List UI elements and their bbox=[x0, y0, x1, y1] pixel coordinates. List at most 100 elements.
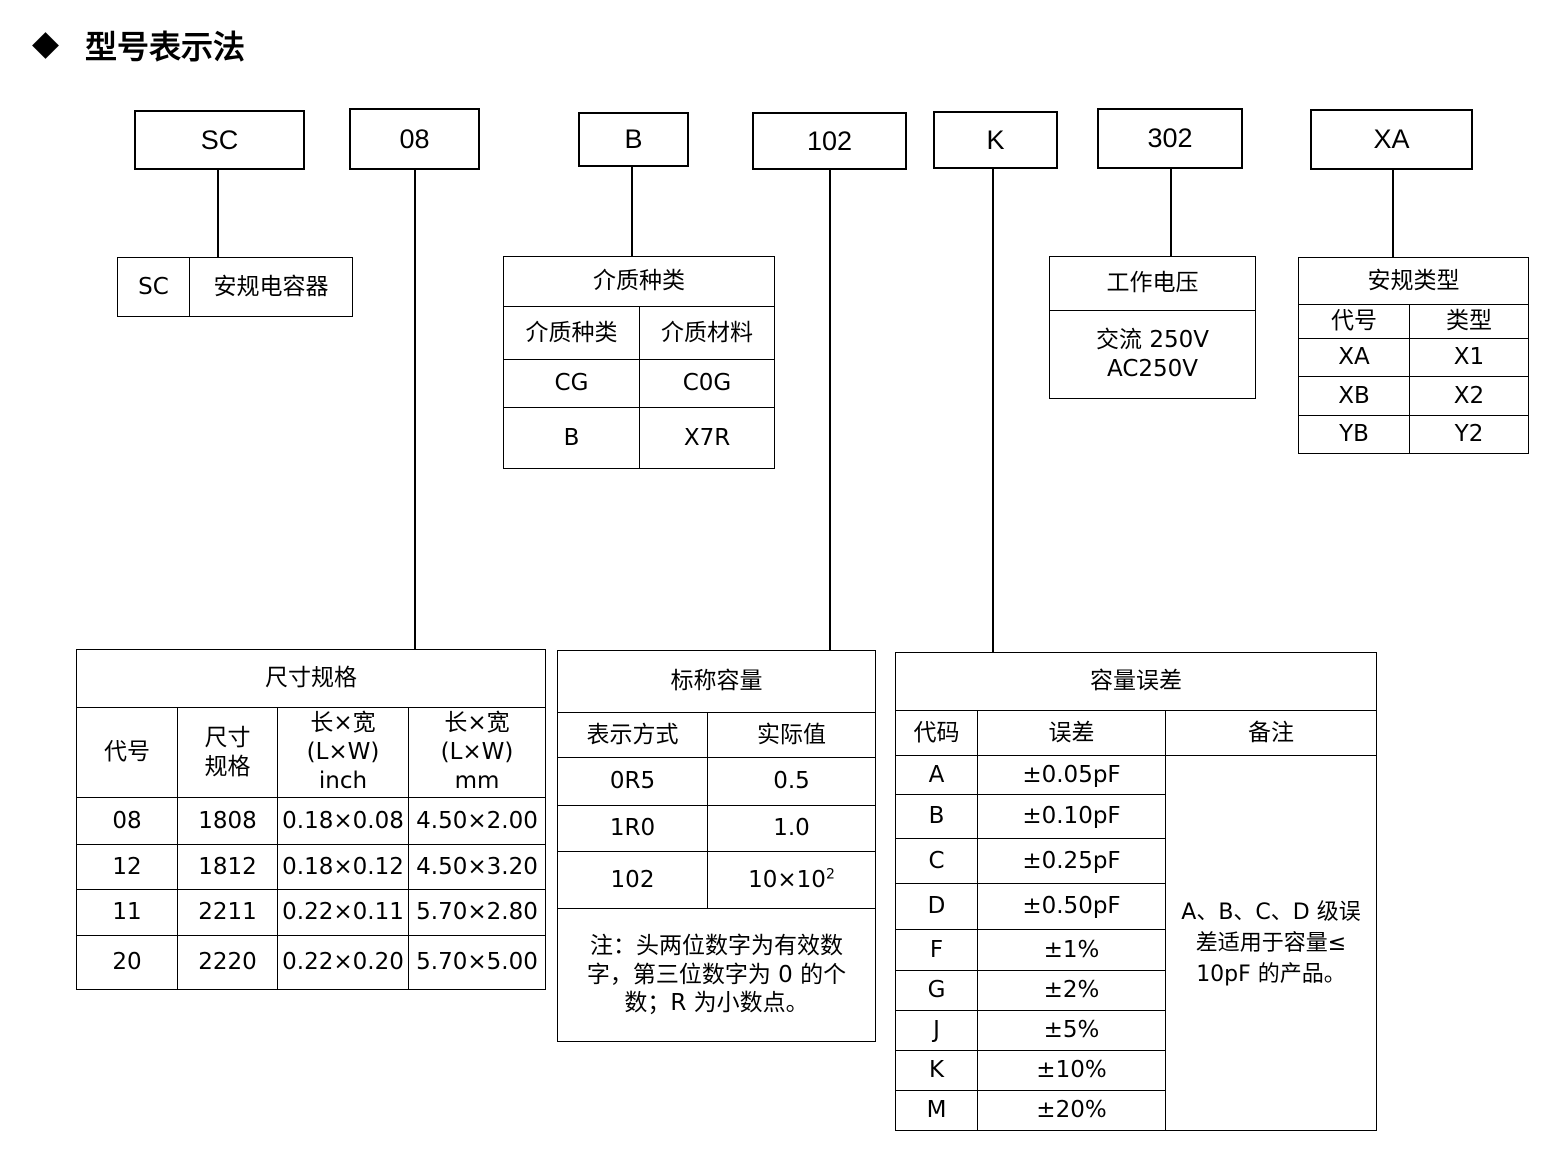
tolerance-cell: J bbox=[895, 1010, 978, 1051]
size-cell: 5.70×5.00 bbox=[408, 935, 546, 990]
tolerance-table: 容量误差 代码 误差 备注 A ±0.05pF A、B、C、D 级误 差适用于容… bbox=[895, 652, 1377, 1131]
size-cell: 20 bbox=[76, 935, 178, 990]
safety-type-header-code: 代号 bbox=[1298, 304, 1410, 339]
code-box-dielectric: B bbox=[578, 112, 689, 167]
size-header-mm-line1: 长×宽 bbox=[444, 710, 510, 737]
series-name: 安规电容器 bbox=[189, 257, 353, 317]
size-cell: 2211 bbox=[177, 889, 278, 936]
capacitance-title: 标称容量 bbox=[557, 650, 876, 713]
size-header-size: 尺寸 规格 bbox=[177, 707, 278, 798]
tolerance-remark-line3: 10pF 的产品。 bbox=[1196, 961, 1346, 987]
table-row: J ±5% bbox=[895, 1010, 1377, 1051]
capacitance-value-exponent: 2 bbox=[825, 865, 835, 882]
table-row: 1R0 1.0 bbox=[557, 805, 876, 852]
tolerance-cell: ±0.10pF bbox=[977, 794, 1166, 839]
connector-line-voltage bbox=[1170, 169, 1172, 257]
table-row: 0R5 0.5 bbox=[557, 757, 876, 806]
diamond-bullet-icon bbox=[32, 31, 59, 59]
tolerance-cell: C bbox=[895, 838, 978, 884]
tolerance-remark-line1: A、B、C、D 级误 bbox=[1181, 899, 1361, 925]
size-cell: 12 bbox=[76, 844, 178, 890]
tolerance-cell: ±0.50pF bbox=[977, 883, 1166, 930]
tolerance-cell: ±2% bbox=[977, 970, 1166, 1011]
size-cell: 0.18×0.08 bbox=[277, 797, 409, 845]
safety-type-header-type: 类型 bbox=[1409, 304, 1529, 339]
size-cell: 0.22×0.11 bbox=[277, 889, 409, 936]
size-cell: 4.50×2.00 bbox=[408, 797, 546, 845]
size-header-size-line2: 规格 bbox=[204, 753, 251, 780]
table-row: 08 1808 0.18×0.08 4.50×2.00 bbox=[76, 797, 546, 845]
size-cell: 4.50×3.20 bbox=[408, 844, 546, 890]
safety-type-table: 安规类型 代号 类型 XA X1 XB X2 YB Y2 bbox=[1298, 257, 1529, 454]
code-box-capacitance: 102 bbox=[752, 112, 907, 170]
tolerance-cell: ±0.25pF bbox=[977, 838, 1166, 884]
capacitance-cell: 0.5 bbox=[707, 757, 876, 806]
table-row: K ±10% bbox=[895, 1050, 1377, 1091]
dielectric-table: 介质种类 介质种类 介质材料 CG C0G B X7R bbox=[503, 256, 775, 469]
code-box-tolerance: K bbox=[933, 111, 1058, 169]
capacitance-table: 标称容量 表示方式 实际值 0R5 0.5 1R0 1.0 102 10×102… bbox=[557, 650, 876, 1042]
voltage-title: 工作电压 bbox=[1049, 256, 1256, 311]
tolerance-cell: G bbox=[895, 970, 978, 1011]
table-row: D ±0.50pF bbox=[895, 883, 1377, 930]
tolerance-cell: B bbox=[895, 794, 978, 839]
safety-type-cell: XA bbox=[1298, 338, 1410, 377]
size-header-inch-line3: inch bbox=[318, 767, 368, 794]
table-row: A ±0.05pF A、B、C、D 级误 差适用于容量≤ 10pF 的产品。 bbox=[895, 755, 1377, 1131]
capacitance-note: 注：头两位数字为有效数 字，第三位数字为 0 的个 数；R 为小数点。 bbox=[557, 908, 876, 1042]
table-row: 20 2220 0.22×0.20 5.70×5.00 bbox=[76, 935, 546, 990]
capacitance-value-base: 10×10 bbox=[748, 866, 826, 893]
tolerance-remark: A、B、C、D 级误 差适用于容量≤ 10pF 的产品。 bbox=[1165, 755, 1377, 1131]
tolerance-remark-line2: 差适用于容量≤ bbox=[1195, 930, 1347, 956]
capacitance-header-code: 表示方式 bbox=[557, 712, 708, 758]
connector-line-tolerance bbox=[992, 169, 994, 652]
tolerance-header-remark: 备注 bbox=[1165, 710, 1377, 756]
dielectric-title: 介质种类 bbox=[503, 256, 775, 307]
size-cell: 2220 bbox=[177, 935, 278, 990]
size-cell: 1808 bbox=[177, 797, 278, 845]
size-cell: 11 bbox=[76, 889, 178, 936]
safety-type-cell: Y2 bbox=[1409, 415, 1529, 454]
size-cell: 0.22×0.20 bbox=[277, 935, 409, 990]
section-heading: 型号表示法 bbox=[32, 22, 246, 68]
tolerance-cell: ±1% bbox=[977, 929, 1166, 971]
tolerance-cell: ±5% bbox=[977, 1010, 1166, 1051]
connector-line-capacitance bbox=[829, 170, 831, 650]
size-title: 尺寸规格 bbox=[76, 649, 546, 708]
capacitance-header-value: 实际值 bbox=[707, 712, 876, 758]
tolerance-cell: M bbox=[895, 1090, 978, 1131]
dielectric-cell: CG bbox=[503, 359, 640, 408]
voltage-value: 交流 250V AC250V bbox=[1049, 310, 1256, 399]
code-box-size: 08 bbox=[349, 108, 480, 170]
page-title: 型号表示法 bbox=[85, 28, 246, 66]
capacitance-note-line3: 数；R 为小数点。 bbox=[624, 990, 809, 1017]
size-header-mm-line2: (L×W) bbox=[440, 739, 514, 766]
size-header-code: 代号 bbox=[76, 707, 178, 798]
series-table: SC 安规电容器 bbox=[117, 257, 353, 317]
capacitance-cell: 0R5 bbox=[557, 757, 708, 806]
size-header-size-line1: 尺寸 bbox=[204, 724, 251, 751]
voltage-line1: 交流 250V bbox=[1096, 326, 1209, 353]
table-row: 102 10×102 bbox=[557, 851, 876, 909]
capacitance-cell-exponent: 10×102 bbox=[707, 851, 876, 909]
dielectric-header-material: 介质材料 bbox=[639, 306, 775, 360]
tolerance-cell: K bbox=[895, 1050, 978, 1091]
dielectric-cell: B bbox=[503, 407, 640, 469]
capacitance-cell: 102 bbox=[557, 851, 708, 909]
dielectric-header-type: 介质种类 bbox=[503, 306, 640, 360]
size-cell: 5.70×2.80 bbox=[408, 889, 546, 936]
safety-type-cell: X1 bbox=[1409, 338, 1529, 377]
tolerance-title: 容量误差 bbox=[895, 652, 1377, 711]
size-cell: 0.18×0.12 bbox=[277, 844, 409, 890]
table-row: M ±20% bbox=[895, 1090, 1377, 1131]
size-cell: 08 bbox=[76, 797, 178, 845]
size-cell: 1812 bbox=[177, 844, 278, 890]
tolerance-cell: A bbox=[895, 755, 978, 795]
size-header-inch: 长×宽 (L×W) inch bbox=[277, 707, 409, 798]
capacitance-note-line1: 注：头两位数字为有效数 bbox=[590, 932, 843, 959]
size-header-inch-line2: (L×W) bbox=[306, 739, 380, 766]
safety-type-cell: YB bbox=[1298, 415, 1410, 454]
connector-line-series bbox=[217, 170, 219, 258]
tolerance-cell: ±0.05pF bbox=[977, 755, 1166, 795]
tolerance-cell: F bbox=[895, 929, 978, 971]
